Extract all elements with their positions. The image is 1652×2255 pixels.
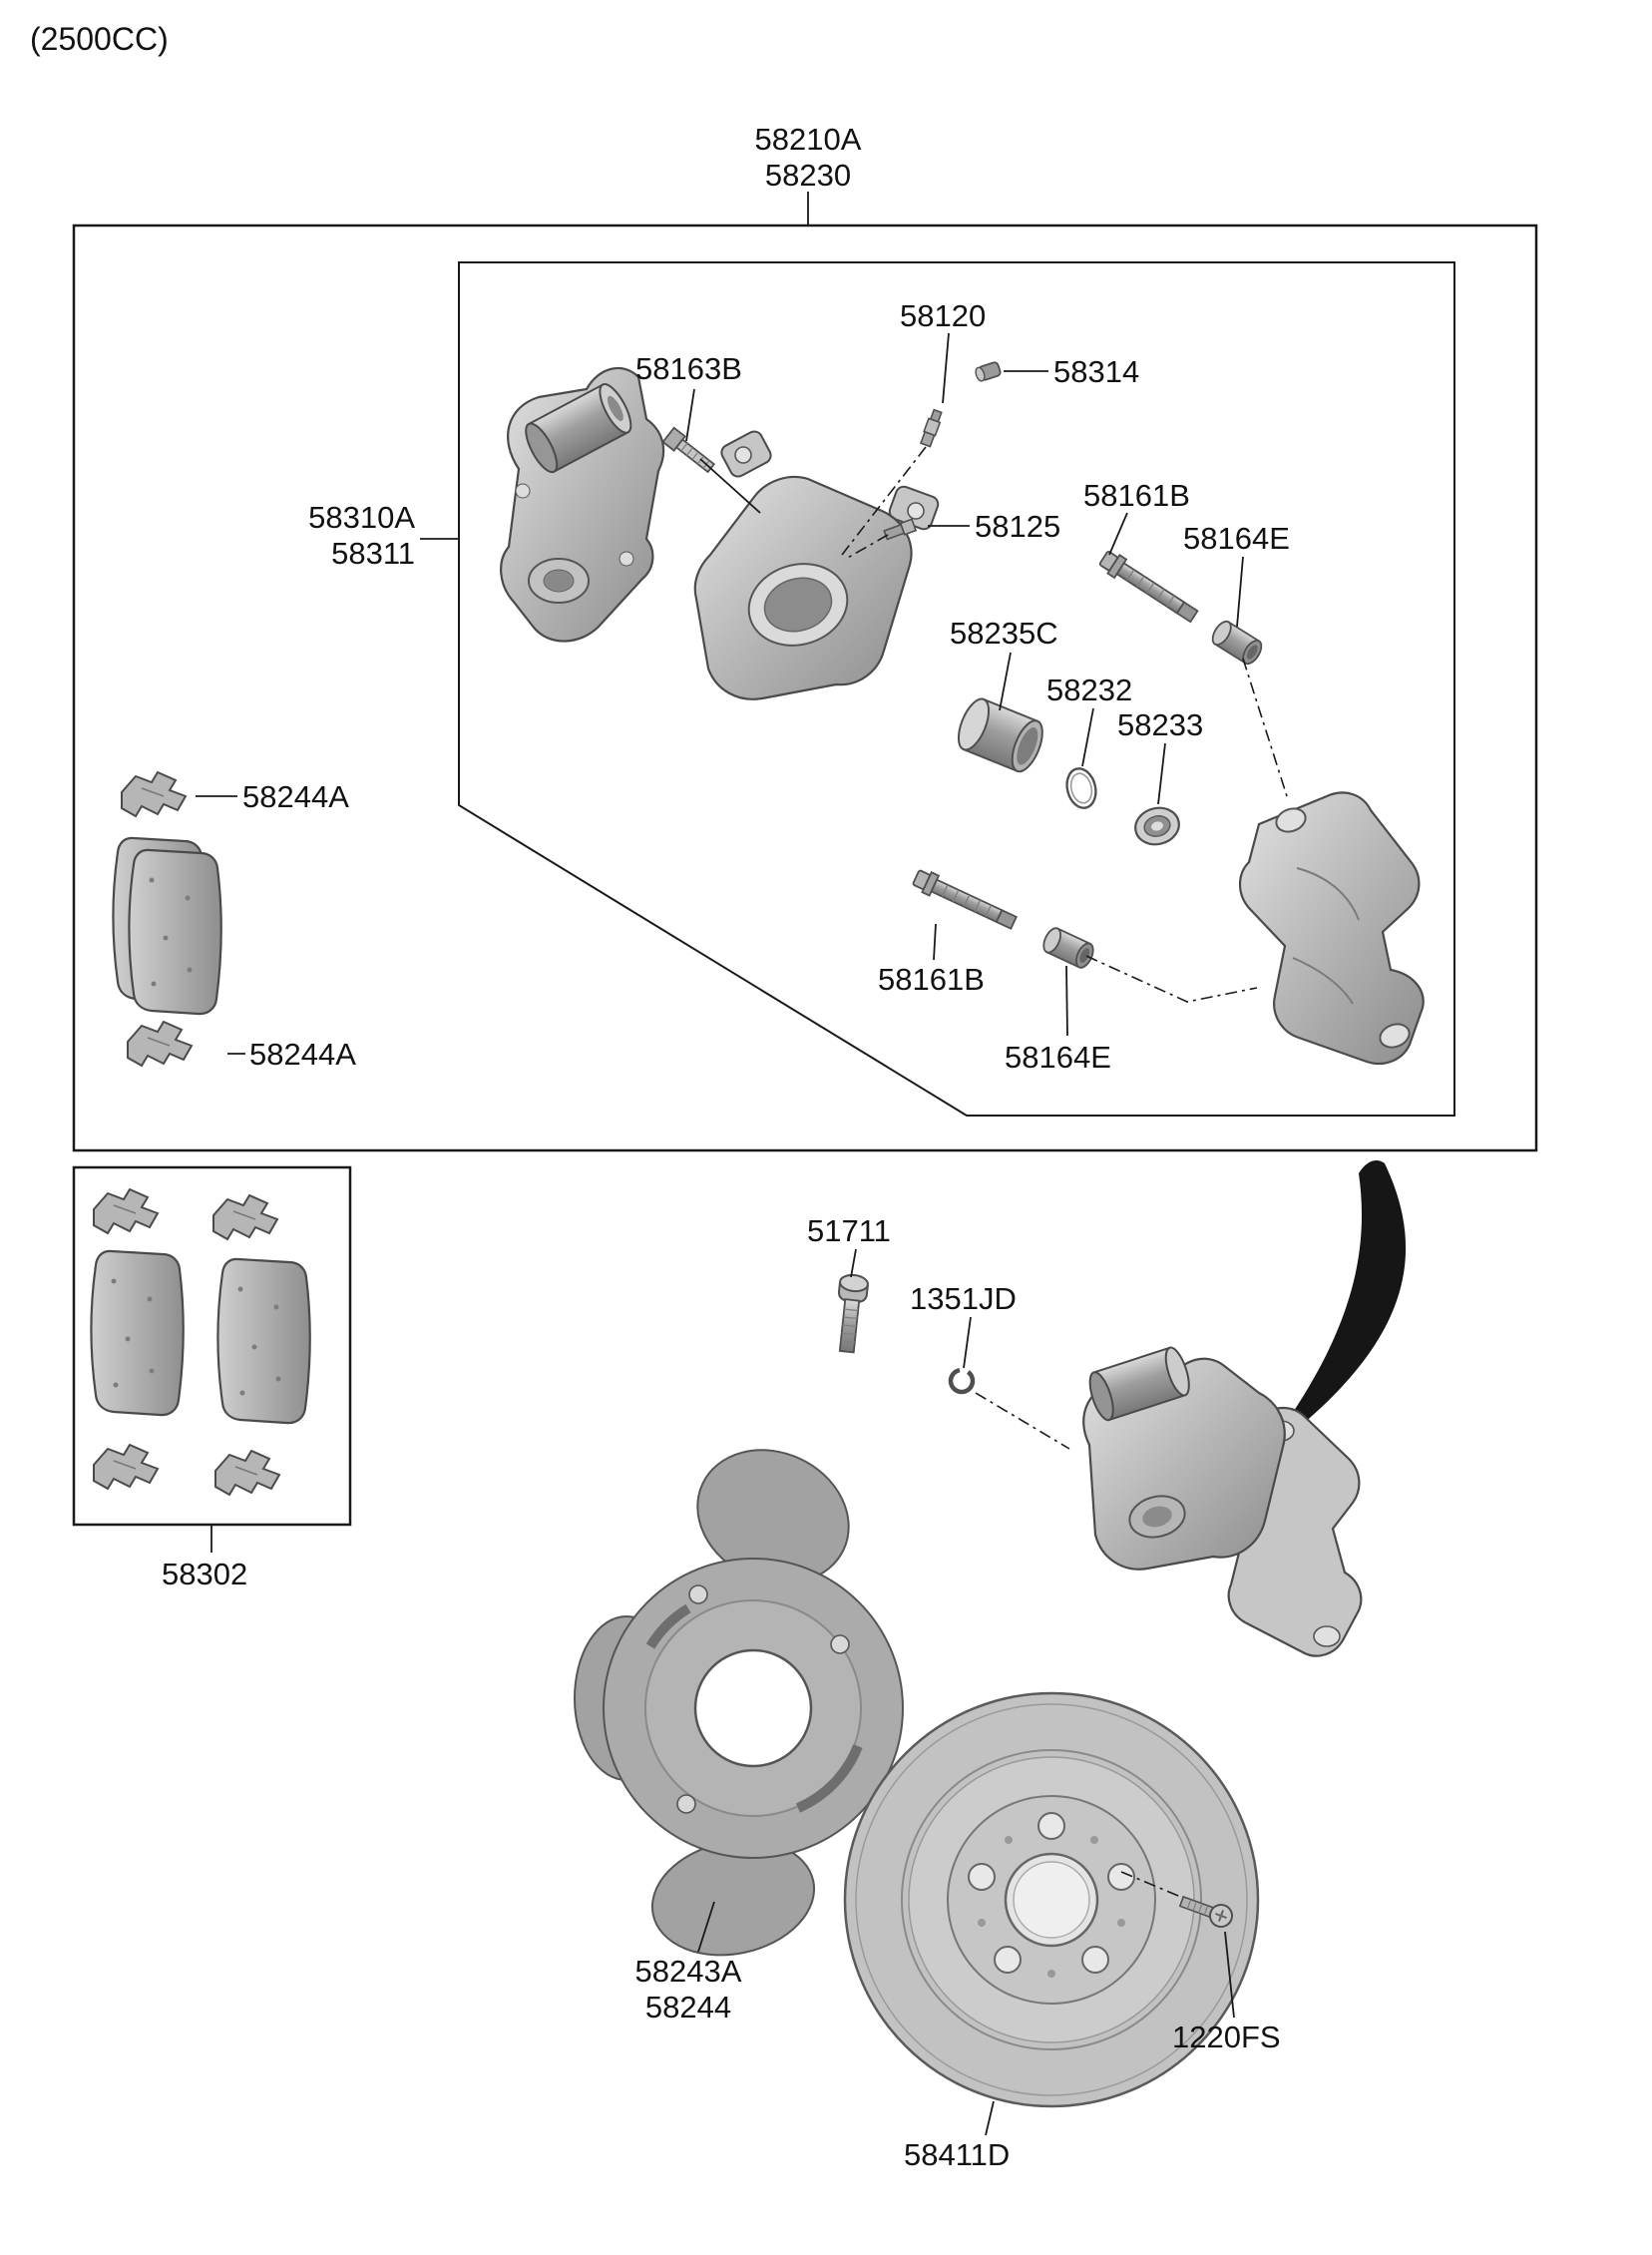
- callout-58244A-upper: 58244A: [242, 779, 349, 814]
- sub-assembly-outline: [458, 261, 1455, 1117]
- callout-58302: 58302: [162, 1557, 248, 1591]
- guide-pin-lower-58161B: [910, 866, 1020, 934]
- dust-shield: [574, 1449, 904, 1957]
- caliper-actuator: [500, 367, 665, 643]
- callout-58243A: 58243A: [634, 1954, 742, 1989]
- callout-58244A-lower: 58244A: [249, 1037, 356, 1072]
- bolt-1220FS: [1178, 1895, 1233, 1928]
- rear-caliper-assembly: [1082, 1346, 1363, 1657]
- piston-boot-58233: [1134, 806, 1180, 846]
- leader-lines: [196, 192, 1244, 2136]
- brake-pad-shim: [128, 848, 222, 1016]
- alignment-lines: [841, 446, 1288, 1899]
- cap-58314: [975, 361, 1002, 382]
- callout-58163B: 58163B: [635, 351, 742, 386]
- bushing-lower-58164E: [1038, 924, 1098, 972]
- callout-51711: 51711: [807, 1213, 891, 1248]
- pad-kit-contents: [90, 1188, 311, 1496]
- carrier-bracket: [1238, 791, 1425, 1066]
- callout-58120: 58120: [900, 298, 987, 333]
- callout-58310A: 58310A: [308, 500, 415, 535]
- callout-58314: 58314: [1053, 354, 1140, 389]
- callout-58244: 58244: [644, 1990, 732, 2025]
- callout-58230: 58230: [764, 158, 852, 193]
- bleeder-screw-58120: [919, 408, 943, 448]
- callout-group-58310A-58311: 58310A 58311: [277, 500, 415, 572]
- callout-58233: 58233: [1117, 707, 1204, 742]
- screw-58125: [883, 518, 918, 541]
- callout-1351JD: 1351JD: [910, 1281, 1017, 1316]
- callout-58161B-lower: 58161B: [878, 962, 985, 997]
- callout-58232: 58232: [1046, 673, 1133, 707]
- seal-ring-58232: [1065, 767, 1097, 809]
- callout-58411D: 58411D: [904, 2137, 1011, 2172]
- pad-clip-lower: [127, 1021, 193, 1067]
- callout-1220FS: 1220FS: [1172, 2020, 1281, 2054]
- pad-clip-upper: [121, 771, 187, 817]
- callout-58164E-upper: 58164E: [1183, 521, 1290, 556]
- bolt-58163B: [661, 426, 716, 474]
- callout-58164E-lower: 58164E: [1005, 1040, 1111, 1075]
- washer-1351JD: [948, 1367, 976, 1395]
- caliper-body: [693, 430, 940, 700]
- callout-58125: 58125: [975, 509, 1061, 544]
- callout-58210A: 58210A: [754, 122, 862, 157]
- engine-variant-label: (2500CC): [30, 21, 169, 57]
- callout-58161B-upper: 58161B: [1083, 478, 1190, 513]
- main-assembly-box: [72, 224, 1538, 1152]
- direction-swoosh: [1261, 1160, 1407, 1457]
- brake-disc: [843, 1691, 1260, 2108]
- guide-pin-upper-58161B: [1096, 547, 1201, 627]
- bolt-51711: [838, 1273, 869, 1354]
- callout-group-58243A-58244: 58243A 58244: [619, 1954, 758, 2026]
- callout-58311: 58311: [331, 536, 415, 571]
- piston-58235C: [957, 697, 1043, 773]
- callout-group-58210A-58230: 58210A 58230: [733, 122, 883, 194]
- callout-58235C: 58235C: [950, 616, 1058, 651]
